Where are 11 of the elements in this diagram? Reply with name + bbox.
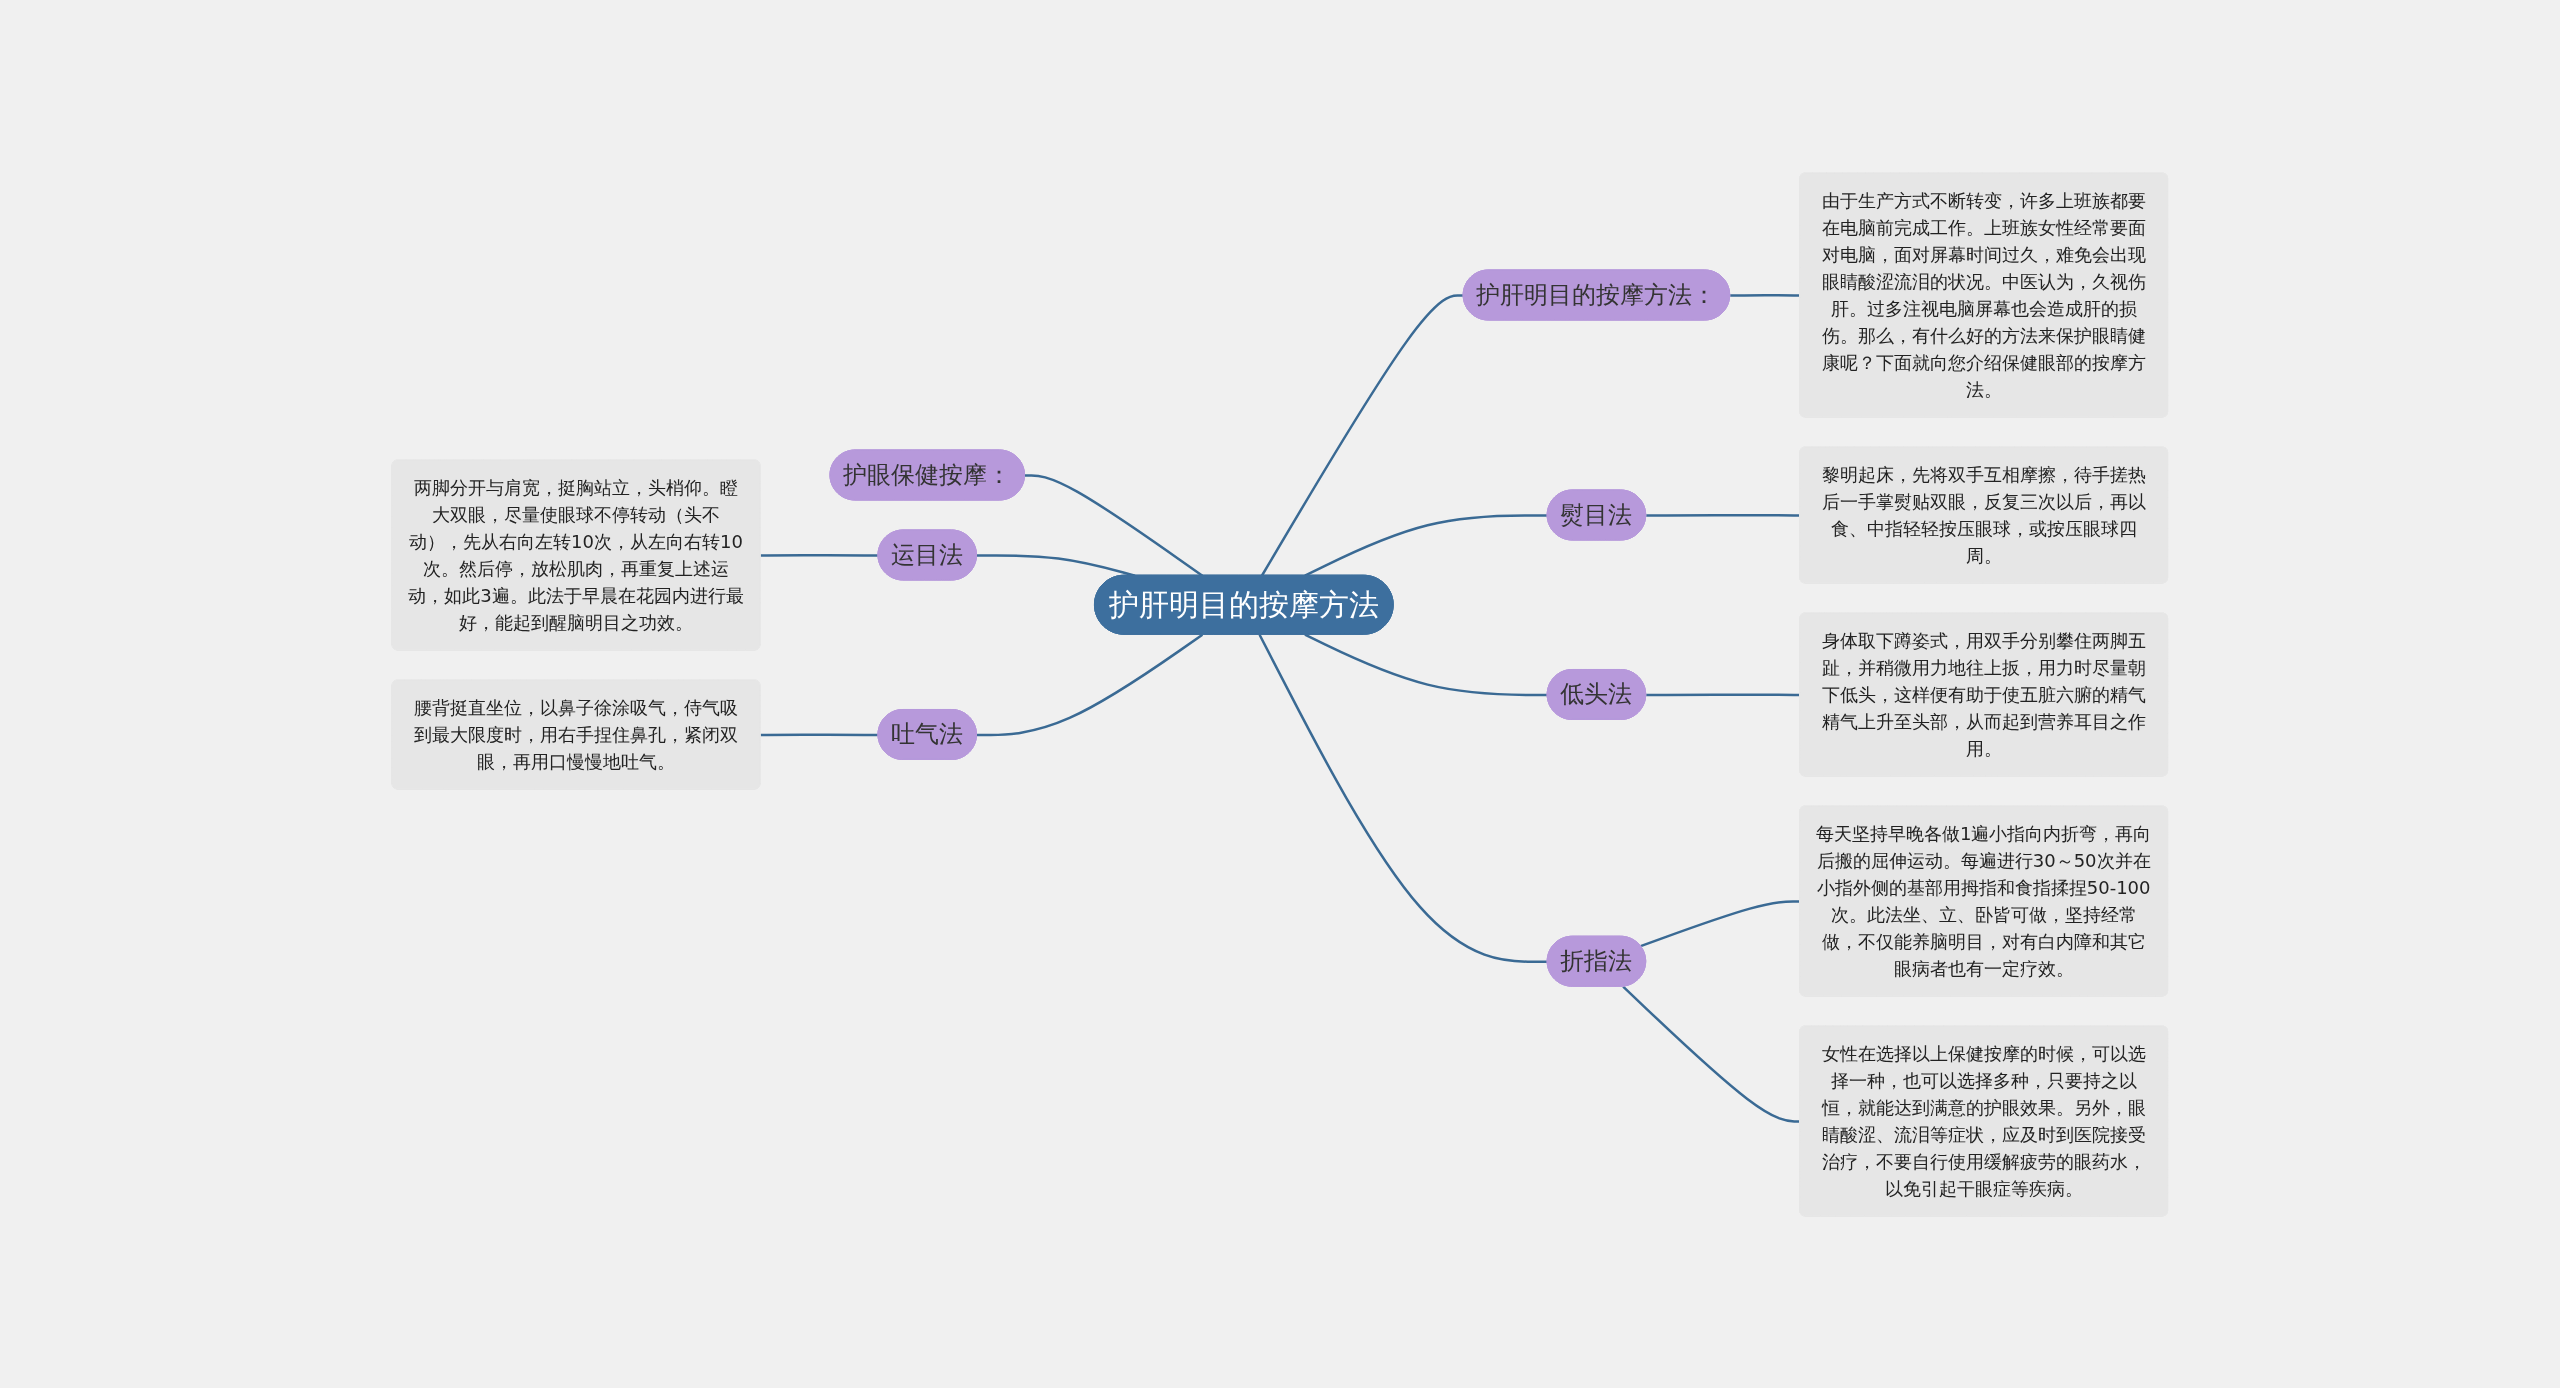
connector: [1640, 899, 1801, 947]
connector: [1258, 633, 1548, 963]
connector: [760, 732, 879, 736]
connector: [977, 633, 1204, 736]
connector: [760, 553, 879, 557]
connector: [1261, 293, 1464, 576]
connector: [1304, 633, 1548, 696]
connector: [1730, 293, 1801, 297]
connector: [1646, 692, 1801, 696]
connector: [1622, 985, 1801, 1123]
connector: [1646, 513, 1801, 517]
